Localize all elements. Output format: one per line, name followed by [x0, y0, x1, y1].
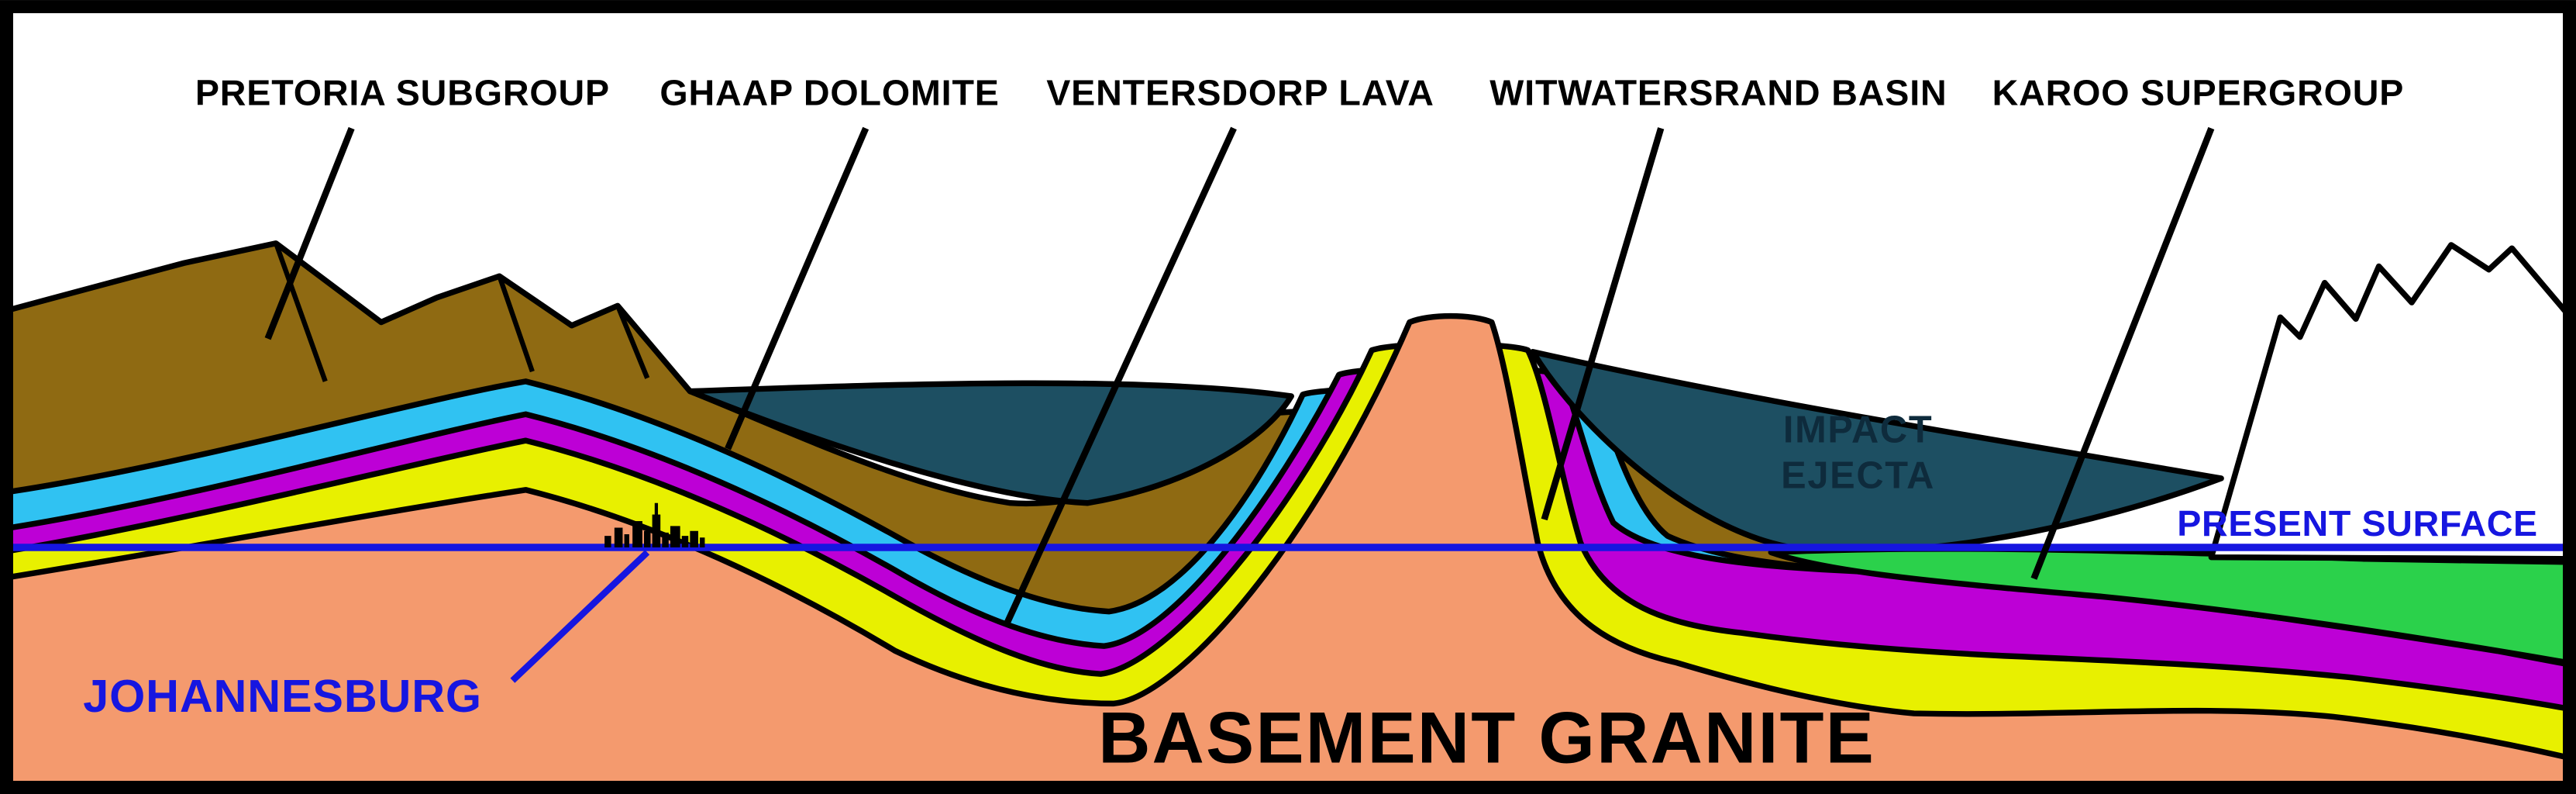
leader-ventersdorp: [1004, 126, 1237, 625]
label-karoo-supergroup: KAROO SUPERGROUP: [1992, 73, 2405, 113]
label-basement-granite: BASEMENT GRANITE: [1098, 698, 1875, 778]
leader-johannesburg: [510, 550, 650, 683]
label-ghaap-dolomite: GHAAP DOLOMITE: [659, 73, 999, 113]
leader-witwatersrand: [1541, 127, 1665, 521]
impact-ejecta-right-basin: [1530, 348, 2224, 554]
impact-ejecta-left-basin: [687, 380, 1294, 506]
leader-karoo: [2030, 126, 2215, 580]
leader-ghaap: [725, 126, 870, 451]
johannesburg-skyline: [604, 502, 705, 547]
label-impact-ejecta-line1: IMPACT: [1783, 409, 1933, 451]
label-present-surface: PRESENT SURFACE: [2177, 503, 2538, 544]
layer-basement-granite: [0, 312, 2576, 794]
mountain-facet-lines: [274, 242, 650, 382]
label-witwatersrand-basin: WITWATERSRAND BASIN: [1489, 73, 1947, 113]
label-impact-ejecta-line2: EJECTA: [1781, 455, 1935, 497]
leader-pretoria: [264, 126, 355, 340]
label-pretoria-subgroup: PRETORIA SUBGROUP: [195, 73, 610, 113]
label-johannesburg: JOHANNESBURG: [83, 670, 482, 722]
label-ventersdorp-lava: VENTERSDORP LAVA: [1046, 73, 1434, 113]
